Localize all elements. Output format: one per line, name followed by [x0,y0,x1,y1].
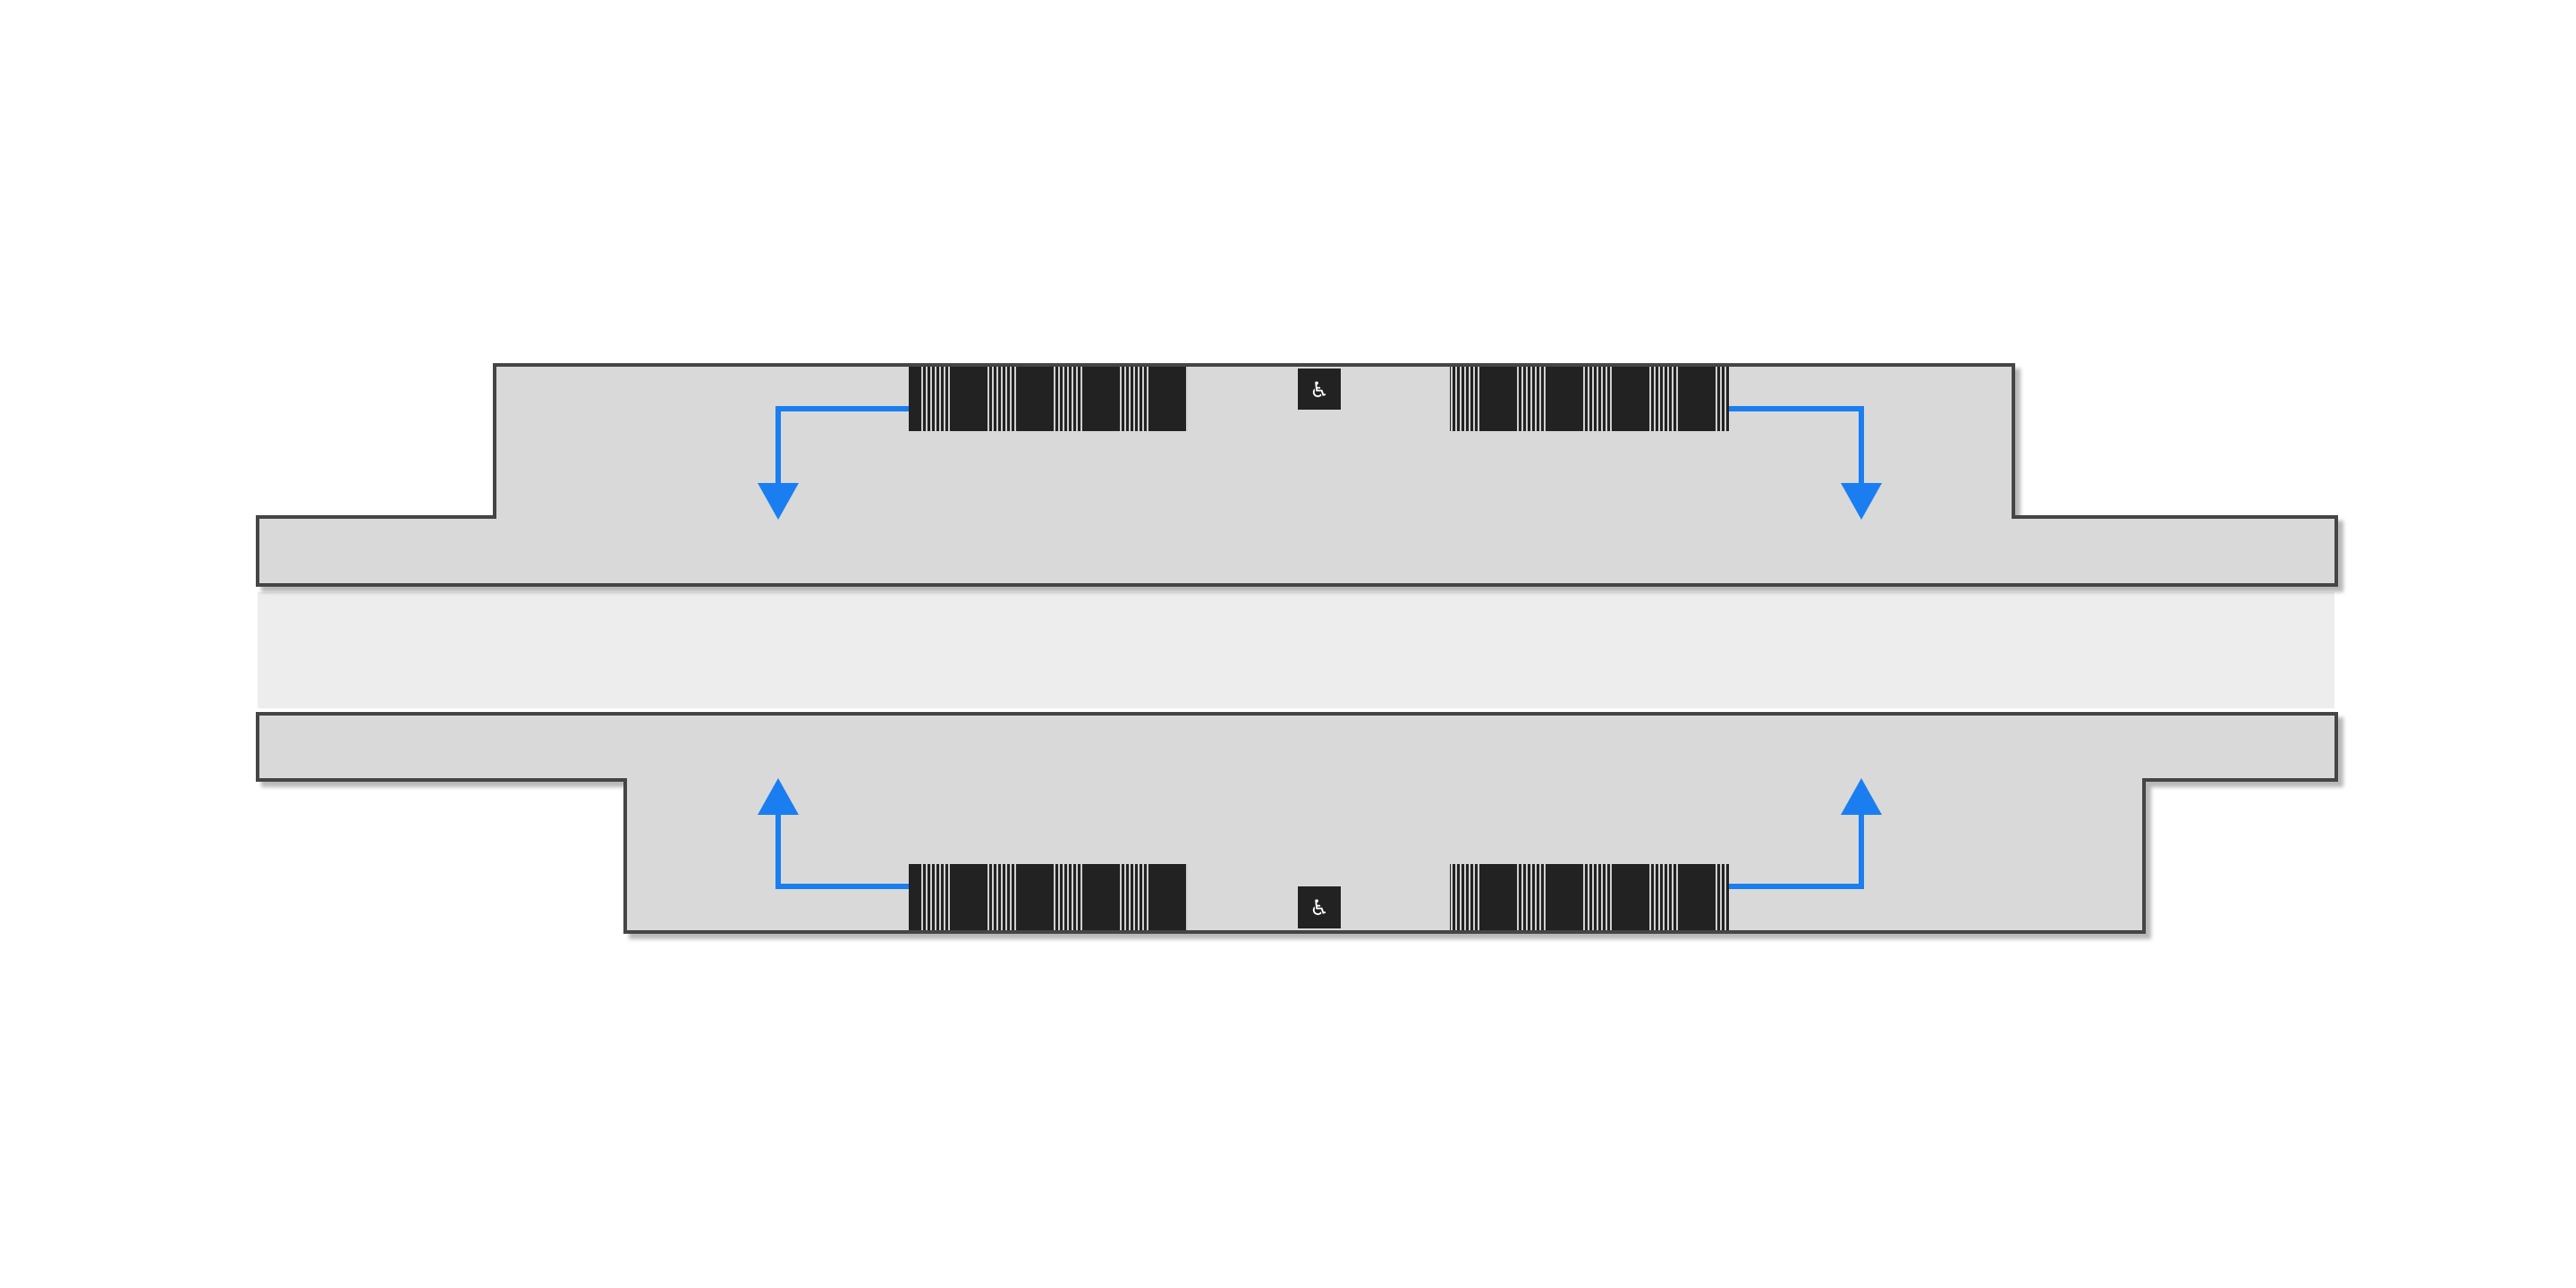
stairway-south-left [909,864,1188,930]
flow-arrow-north-right-line [1729,406,1864,488]
wheelchair-accessible-icon: ♿ [1309,377,1329,402]
stairway-south-right [1450,864,1729,930]
arrow-down-icon [1841,483,1882,520]
flow-arrow-north-left-line [775,406,909,488]
flow-arrow-south-right [1729,778,1882,889]
elevator-north-box [1298,369,1341,410]
platform-south-outline [256,712,2338,934]
flow-arrow-south-right-line [1729,810,1864,889]
platform-south: ♿ [256,712,2338,934]
wheelchair-accessible-icon: ♿ [1309,895,1329,920]
flow-arrow-south-left [758,778,909,889]
arrow-up-icon [1841,778,1882,815]
elevator-north: ♿ [1298,369,1341,410]
platform-north-outline [256,363,2338,587]
stairway-north-left [909,367,1188,431]
platform-north: ♿ [256,363,2338,587]
arrow-down-icon [758,483,799,520]
flow-arrow-south-left-line [775,810,909,889]
trackway [258,592,2334,708]
elevator-south: ♿ [1298,886,1341,928]
flow-arrow-north-left [758,406,909,520]
elevator-south-box [1298,886,1341,928]
arrow-up-icon [758,778,799,815]
stairway-north-right [1450,367,1729,431]
flow-arrow-north-right [1729,406,1882,520]
